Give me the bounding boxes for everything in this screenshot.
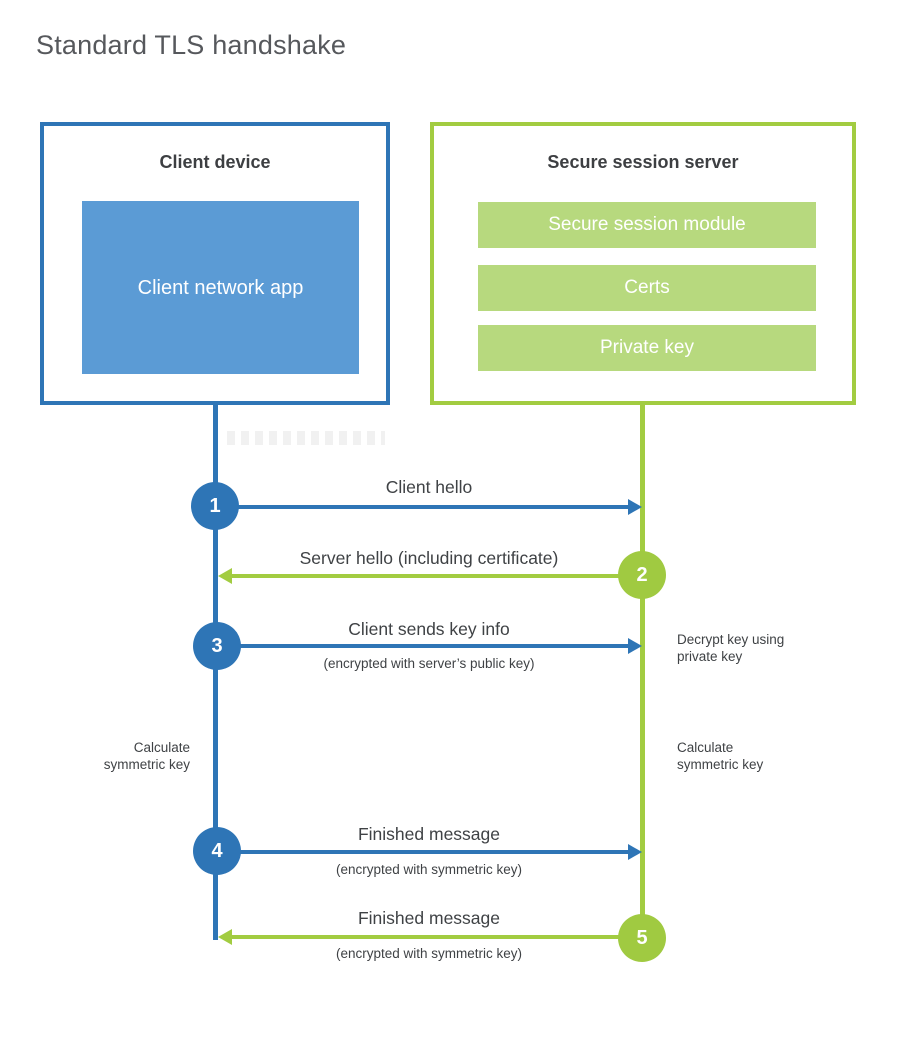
step-4-badge: 4 xyxy=(193,827,241,875)
arrow-finished-server xyxy=(218,929,620,945)
label-client-hello: Client hello xyxy=(385,477,473,497)
client-network-app-block: Client network app xyxy=(82,201,359,374)
label-client-key-info: Client sends key info xyxy=(348,619,510,639)
step-1-badge: 1 xyxy=(191,482,239,530)
note-decrypt-key: Decrypt key using private key xyxy=(677,632,785,664)
server-module-certs: Certs xyxy=(478,265,816,311)
faint-dashes-artifact xyxy=(227,431,385,445)
client-device-title: Client device xyxy=(159,152,271,172)
arrow-server-hello xyxy=(218,568,620,584)
client-network-app-label: Client network app xyxy=(137,276,304,299)
sublabel-client-key-info: (encrypted with server’s public key) xyxy=(323,656,535,671)
label-finished-client: Finished message xyxy=(357,824,501,844)
label-finished-server: Finished message xyxy=(357,908,501,928)
page-title: Standard TLS handshake xyxy=(36,30,347,60)
sublabel-finished-client: (encrypted with symmetric key) xyxy=(335,862,523,877)
server-lifeline xyxy=(640,405,645,938)
arrow-client-key-info xyxy=(239,638,642,654)
sublabel-finished-server: (encrypted with symmetric key) xyxy=(335,946,523,961)
secure-session-server-box: Secure session server Secure session mod… xyxy=(430,122,856,405)
note-calculate-symmetric-key-server: Calculate symmetric key xyxy=(677,740,764,772)
server-module-private-key: Private key xyxy=(478,325,816,371)
step-5-badge: 5 xyxy=(618,914,666,962)
label-server-hello: Server hello (including certificate) xyxy=(299,548,559,568)
arrow-finished-client xyxy=(239,844,642,860)
server-module-secure-session-module: Secure session module xyxy=(478,202,816,248)
client-device-box: Client device Client network app xyxy=(40,122,390,405)
note-calculate-symmetric-key-client: Calculate symmetric key xyxy=(103,740,190,772)
step-3-badge: 3 xyxy=(193,622,241,670)
secure-session-server-title: Secure session server xyxy=(547,152,739,172)
arrow-client-hello xyxy=(237,499,642,515)
step-2-badge: 2 xyxy=(618,551,666,599)
client-lifeline xyxy=(213,405,218,940)
